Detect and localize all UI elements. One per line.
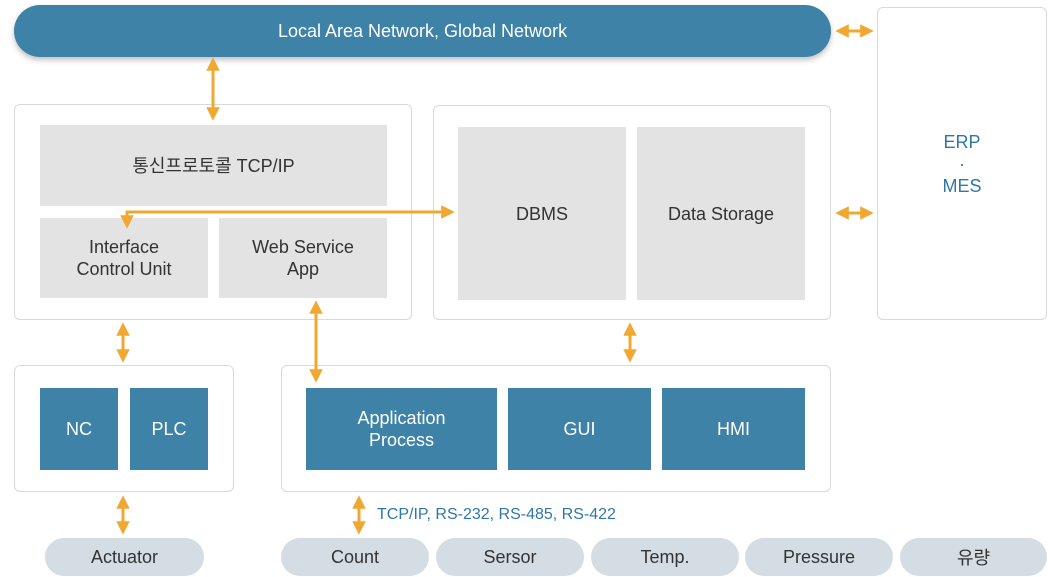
plc-box: PLC <box>130 388 208 470</box>
web-service-app-box: Web Service App <box>219 218 387 298</box>
icu-label-line1: Interface <box>88 237 160 257</box>
device-pressure: Pressure <box>745 538 893 576</box>
actuator-label: Actuator <box>90 546 159 567</box>
hmi-label: HMI <box>717 419 750 439</box>
sensor-label: Sersor <box>483 546 537 567</box>
temp-label: Temp. <box>640 546 690 567</box>
plc-label: PLC <box>151 419 187 439</box>
erp-mes-panel: ERP · MES <box>877 7 1047 320</box>
protocol-label: 통신프로토콜 TCP/IP <box>132 155 295 176</box>
device-flow: 유량 <box>900 538 1047 576</box>
nc-label: NC <box>66 419 92 439</box>
hmi-box: HMI <box>662 388 805 470</box>
data-storage-label: Data Storage <box>667 203 775 224</box>
flow-label: 유량 <box>956 548 991 568</box>
icu-label-line2: Control Unit <box>76 259 172 279</box>
separator-dot: · <box>959 153 965 174</box>
network-label: Local Area Network, Global Network <box>277 20 568 41</box>
app-label-line1: Application <box>357 408 446 428</box>
gui-box: GUI <box>508 388 651 470</box>
erp-label: ERP <box>943 131 981 152</box>
protocol-box: 통신프로토콜 TCP/IP <box>40 125 387 206</box>
network-bar: Local Area Network, Global Network <box>14 5 831 57</box>
nc-box: NC <box>40 388 118 470</box>
app-label-line2: Process <box>368 430 435 450</box>
dbms-label: DBMS <box>515 203 568 224</box>
web-label-line1: Web Service <box>252 237 354 257</box>
dbms-box: DBMS <box>458 127 626 300</box>
count-label: Count <box>330 546 380 567</box>
web-label-line2: App <box>286 259 320 279</box>
interface-control-unit-box: Interface Control Unit <box>40 218 208 298</box>
device-actuator: Actuator <box>45 538 204 576</box>
pressure-label: Pressure <box>782 546 856 567</box>
device-count: Count <box>281 538 429 576</box>
data-storage-box: Data Storage <box>637 127 805 300</box>
mes-label: MES <box>942 175 982 196</box>
protocol-list-label: TCP/IP, RS-232, RS-485, RS-422 <box>377 506 616 523</box>
device-sensor: Sersor <box>436 538 584 576</box>
device-temp: Temp. <box>591 538 739 576</box>
application-process-box: Application Process <box>306 388 497 470</box>
gui-label: GUI <box>563 419 596 439</box>
